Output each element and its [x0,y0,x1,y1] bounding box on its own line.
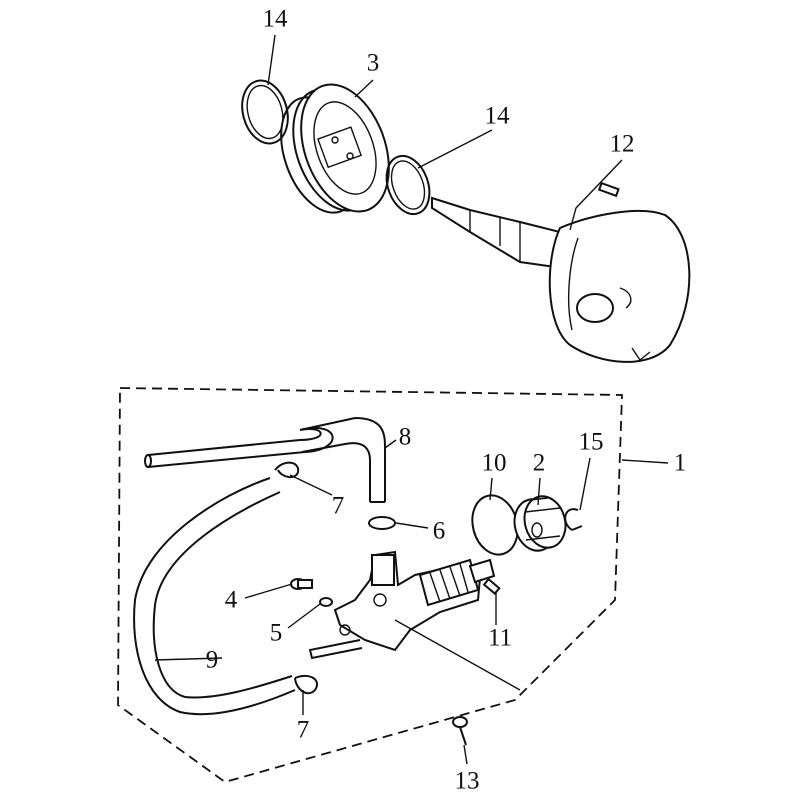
pin-12 [597,181,620,198]
shaft-and-housing [431,196,691,363]
part-label-9-hose: 9 [205,646,219,674]
circlip-14-right [385,154,431,216]
hose-9 [133,477,296,716]
hose-clip-6 [368,516,396,530]
gear-2 [513,495,567,552]
part-label-14-circlip: 14 [484,102,510,130]
part-label-11-pin: 11 [487,624,513,652]
leader-lines [154,34,669,765]
assembly-1-boundary [117,387,623,783]
hose-clip-7-bottom [294,674,318,695]
circlip-14-left [241,79,289,145]
washer-5 [319,597,333,607]
hose-8 [147,416,386,503]
pulley-3 [280,83,390,214]
part-label-1-assembly: 1 [673,449,687,477]
hose-clip-7-top [274,461,300,478]
part-label-7-clip: 7 [296,716,310,744]
part-label-8-hose: 8 [398,423,412,451]
part-label-12-pin: 12 [609,130,635,158]
part-label-10-o-ring: 10 [481,449,507,477]
circlip-15 [564,508,583,531]
part-label-4-bolt: 4 [224,586,238,614]
part-label-6-clip: 6 [432,517,446,545]
part-label-7-clip: 7 [331,492,345,520]
pin-11 [482,577,501,595]
part-label-5-washer: 5 [269,619,283,647]
part-label-2-gear: 2 [532,449,546,477]
part-label-15-clip: 15 [578,428,604,456]
part-label-13-screw: 13 [454,767,480,795]
screw-13 [452,716,468,746]
part-label-3-pulley: 3 [366,49,380,77]
bolt-4 [290,578,313,590]
oil-pump-body [308,550,521,691]
part-label-14-circlip: 14 [262,5,288,33]
